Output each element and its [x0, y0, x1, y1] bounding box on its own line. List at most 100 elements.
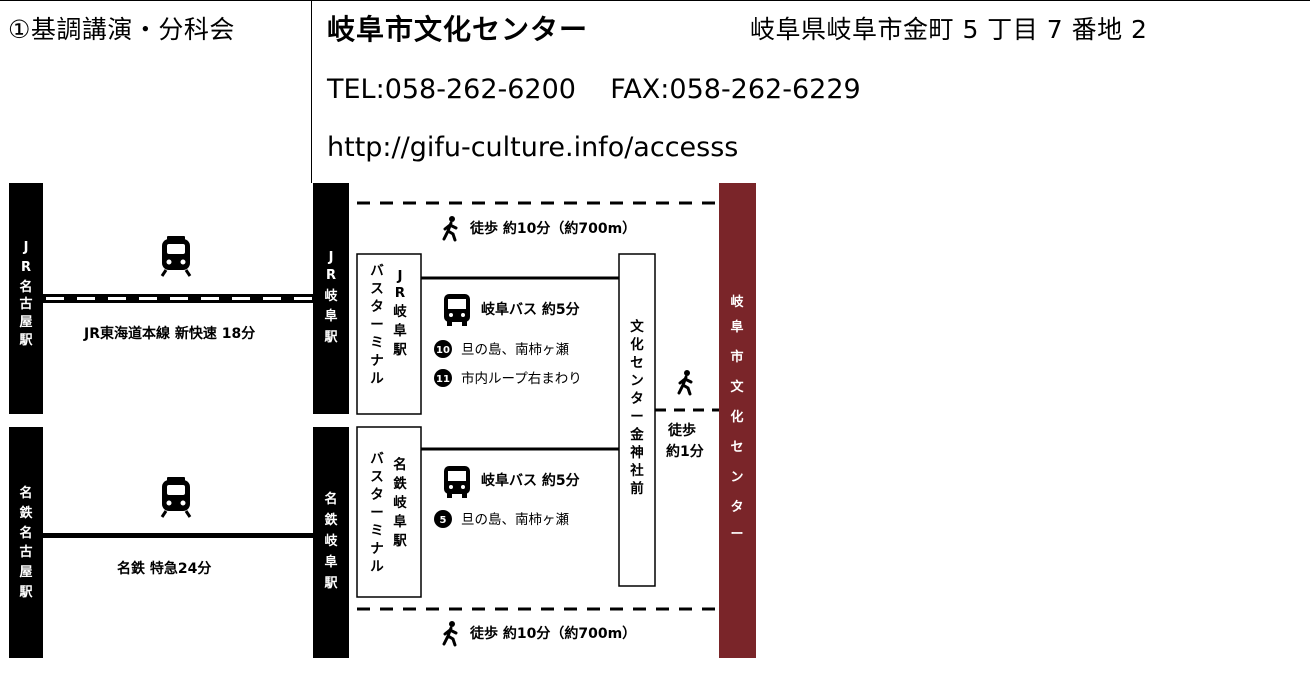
bus-stop-box [618, 253, 656, 587]
bus-icon [444, 294, 470, 326]
svg-text:岐: 岐 [324, 288, 338, 304]
svg-text:駅: 駅 [393, 342, 407, 358]
jr-bus-terminal-box [356, 253, 422, 415]
svg-text:ナ: ナ [370, 353, 384, 369]
jr-gifu-label: J R 岐 阜 駅 [323, 250, 338, 345]
meitetsu-bus-label: 岐阜バス 約5分 [481, 472, 580, 489]
svg-text:ー: ー [370, 505, 384, 521]
meitetsu-nagoya-label: 名 鉄 名 古 屋 駅 [18, 485, 33, 600]
walk-top-label: 徒歩 約10分（約700m） [469, 220, 636, 237]
jr-train-route-label: JR東海道本線 新快速 18分 [83, 325, 255, 342]
meitetsu-train-route-label: 名鉄 特急24分 [117, 560, 211, 577]
svg-text:ン: ン [730, 470, 743, 485]
train-icon [160, 477, 192, 518]
svg-text:R: R [326, 268, 336, 283]
svg-text:R: R [21, 260, 31, 275]
svg-text:岐: 岐 [393, 494, 407, 511]
svg-text:ス: ス [370, 469, 384, 485]
svg-text:岐: 岐 [730, 294, 744, 310]
svg-text:化: 化 [730, 409, 743, 425]
route-11-destination: 市内ループ右まわり [461, 370, 582, 387]
svg-text:文: 文 [630, 318, 644, 335]
svg-text:駅: 駅 [323, 330, 338, 345]
meitetsu-rail-line [43, 533, 313, 538]
svg-text:ン: ン [630, 373, 644, 389]
svg-text:鉄: 鉄 [393, 475, 407, 492]
section-label: ①基調講演・分科会 [8, 15, 235, 44]
svg-text:バ: バ [370, 263, 384, 279]
svg-text:駅: 駅 [18, 585, 33, 600]
destination-bar [719, 183, 756, 658]
svg-text:屋: 屋 [19, 315, 32, 330]
svg-text:J: J [396, 268, 402, 284]
svg-text:10: 10 [436, 345, 450, 356]
route-5-destination: 旦の島、南柿ヶ瀬 [461, 511, 569, 528]
svg-text:阜: 阜 [393, 513, 407, 530]
svg-text:鉄: 鉄 [19, 505, 32, 521]
venue-name: 岐阜市文化センター [327, 13, 589, 46]
route-10-destination: 旦の島、南柿ヶ瀬 [461, 341, 569, 358]
meitetsu-nagoya-station-bar [9, 427, 43, 658]
svg-text:社: 社 [629, 462, 644, 479]
svg-text:ミ: ミ [370, 335, 384, 351]
svg-text:ー: ー [730, 527, 743, 542]
svg-text:名: 名 [324, 491, 337, 507]
header-column-divider [311, 0, 312, 183]
meitetsu-gifu-station-bar [313, 427, 349, 658]
svg-text:阜: 阜 [324, 308, 337, 324]
access-map: J R 名 古 屋 駅 名 鉄 名 古 屋 駅 J R 岐 阜 駅 名 鉄 岐 … [9, 183, 756, 658]
walking-person-icon [442, 621, 458, 647]
route-11-badge [434, 369, 452, 387]
svg-text:タ: タ [370, 487, 384, 503]
svg-text:名: 名 [19, 279, 32, 295]
svg-text:セ: セ [630, 355, 644, 371]
svg-text:古: 古 [19, 296, 32, 312]
train-icon [160, 236, 192, 277]
svg-text:阜: 阜 [393, 322, 407, 339]
walk-short-label-2: 約1分 [666, 443, 704, 460]
svg-text:名: 名 [393, 456, 407, 473]
meitetsu-gifu-label: 名 鉄 岐 阜 駅 [323, 491, 338, 591]
venue-address: 岐阜県岐阜市金町 5 丁目 7 番地 2 [750, 15, 1148, 44]
svg-text:文: 文 [730, 379, 744, 395]
route-10-badge [434, 340, 452, 358]
header-top-border [0, 0, 1310, 1]
venue-url[interactable]: http://gifu-culture.info/accesss [327, 132, 739, 163]
svg-text:古: 古 [19, 544, 32, 560]
svg-text:J: J [328, 250, 334, 265]
bus-stop-label: 文 化 セ ン タ ー 金 神 社 前 [629, 318, 644, 497]
svg-text:セ: セ [730, 440, 743, 455]
svg-text:神: 神 [630, 444, 644, 461]
bus-icon [444, 466, 470, 498]
meitetsu-bus-terminal-box [356, 426, 422, 598]
svg-text:R: R [395, 285, 406, 301]
svg-text:前: 前 [630, 480, 644, 497]
svg-text:鉄: 鉄 [324, 512, 337, 528]
svg-text:名: 名 [19, 525, 32, 541]
svg-text:駅: 駅 [18, 333, 33, 348]
svg-text:ナ: ナ [370, 541, 384, 557]
svg-text:ル: ル [370, 371, 384, 387]
jr-bus-terminal-label: J R 岐 阜 駅 バ ス タ ー ミ ナ ル [370, 263, 407, 387]
svg-text:11: 11 [436, 374, 450, 385]
svg-text:ミ: ミ [370, 523, 384, 539]
svg-text:ル: ル [370, 559, 384, 575]
walk-bottom-label: 徒歩 約10分（約700m） [469, 625, 636, 642]
jr-bus-label: 岐阜バス 約5分 [481, 301, 580, 318]
walking-person-icon [442, 216, 458, 242]
jr-nagoya-label: J R 名 古 屋 駅 [18, 240, 33, 348]
svg-text:屋: 屋 [19, 565, 32, 580]
meitetsu-bus-terminal-label: 名 鉄 岐 阜 駅 バ ス タ ー ミ ナ ル [370, 451, 407, 575]
svg-text:ー: ー [630, 409, 644, 425]
svg-text:市: 市 [730, 349, 743, 365]
svg-text:タ: タ [730, 500, 743, 515]
jr-gifu-station-bar [313, 183, 349, 414]
svg-text:駅: 駅 [323, 576, 338, 591]
svg-text:ス: ス [370, 281, 384, 297]
svg-text:化: 化 [630, 336, 644, 353]
walk-short-label-1: 徒歩 [667, 422, 696, 439]
svg-text:タ: タ [630, 391, 644, 407]
svg-text:5: 5 [440, 515, 447, 526]
svg-text:岐: 岐 [324, 533, 338, 549]
svg-text:阜: 阜 [730, 319, 743, 335]
